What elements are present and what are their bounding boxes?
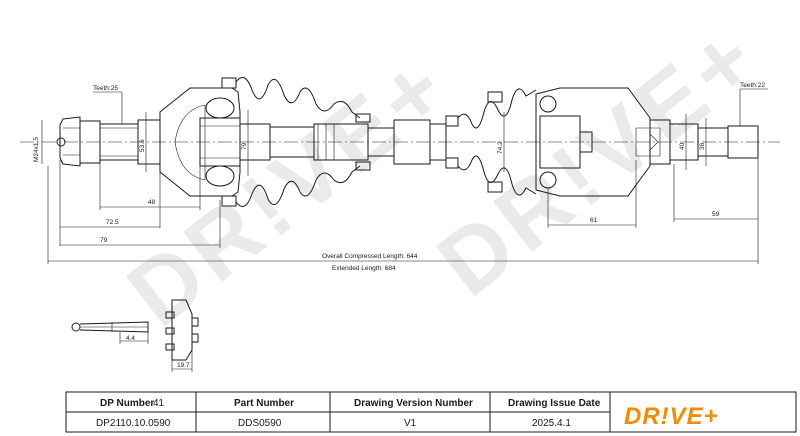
dia-53-6-label: 53.6 — [139, 139, 146, 152]
extended-length: Extended Length: 684 — [332, 265, 396, 272]
drive-logo: DR!VE+ — [624, 403, 719, 430]
dim-48-label: 48 — [148, 199, 156, 206]
dim-72-5-label: 72.5 — [106, 219, 119, 226]
dia-40-label: 40 — [679, 142, 686, 150]
thread-label: M24x1.5 — [33, 137, 40, 162]
overall-compressed-length: Overall Compressed Length: 644 — [322, 253, 418, 260]
dim-59-label: 59 — [712, 211, 720, 218]
drive-shaft — [239, 119, 447, 165]
cotter-pin: 4.4 — [71, 321, 149, 344]
pin-diameter-label: 4.4 — [126, 335, 135, 342]
left-teeth-label: Teeth:25 — [93, 85, 118, 92]
dia-36-label: 36 — [699, 142, 706, 150]
watermark-2: DR!VE+ — [420, 4, 779, 316]
left-boot — [221, 77, 371, 207]
left-cv-joint — [159, 87, 241, 197]
drawing-version-header: Drawing Version Number — [354, 398, 473, 409]
right-tripod-joint — [535, 87, 661, 197]
dp-number-value: DP2110.10.0590 — [96, 418, 171, 429]
dim-79-label: 79 — [100, 237, 108, 244]
issue-date-value: 2025.4.1 — [532, 418, 571, 429]
part-number-value: DDS0590 — [238, 418, 282, 429]
nut-width-label: 19.7 — [177, 362, 190, 369]
drawing-version-value: V1 — [404, 418, 417, 429]
right-stub-shaft — [649, 119, 759, 165]
castle-nut: 19.7 — [165, 299, 199, 372]
part-number-header: Part Number — [234, 398, 294, 409]
dp-count: 41 — [153, 398, 165, 409]
dim-61-label: 61 — [590, 217, 598, 224]
right-boot — [445, 88, 537, 196]
dp-number-header: DP Number — [100, 398, 154, 409]
issue-date-header: Drawing Issue Date — [508, 398, 601, 409]
right-teeth-label: Teeth:22 — [740, 82, 765, 89]
title-block — [65, 391, 797, 433]
watermark: DR!VE+ — [110, 34, 469, 346]
dia-79-label: 79 — [241, 142, 248, 150]
svg-text:DR!VE+: DR!VE+ — [624, 403, 719, 430]
dia-74-2-label: 74.2 — [497, 141, 504, 154]
